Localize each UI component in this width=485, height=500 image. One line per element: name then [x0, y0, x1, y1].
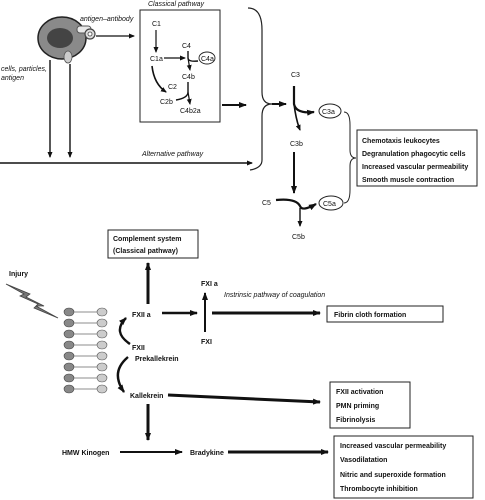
c5b-label: C5b [292, 234, 305, 241]
kallekrein-effect-item: PMN priming [336, 403, 379, 410]
c4-label: C4 [182, 43, 191, 50]
classical-pathway-label: Classical pathway [148, 1, 205, 8]
complement-line1: Complement system [113, 236, 181, 243]
effects-brace [343, 111, 357, 204]
fxii-label: FXII [132, 345, 145, 352]
lightning-icon [5, 283, 59, 319]
c3b-label: C3b [290, 141, 303, 148]
prekallekrein-label: Prekallekrein [135, 356, 179, 363]
kallekrein-effect-item: FXII activation [336, 389, 383, 396]
bradykine-effect-item: Thrombocyte inhibition [340, 486, 418, 493]
fxiia-label: FXII a [132, 312, 151, 319]
c3a-label: C3a [322, 109, 335, 116]
c1-label: C1 [152, 21, 161, 28]
c4b-label: C4b [182, 74, 195, 81]
bradykine-effects-box [333, 435, 474, 499]
bradykine-label: Bradykine [190, 450, 224, 457]
c4b2a-label: C4b2a [180, 108, 201, 115]
injury-label: Injury [9, 271, 28, 278]
alternative-pathway-label: Alternative pathway [141, 151, 204, 158]
hmw-kinogen-label: HMW Kinogen [62, 450, 109, 457]
membrane-illustration [63, 307, 108, 394]
intrinsic-pathway-label: Instrinsic pathway of coagulation [224, 292, 325, 299]
classical-pathway-box [139, 9, 221, 123]
effect-item: Smooth muscle contraction [362, 177, 454, 184]
pathway-brace [247, 7, 273, 171]
bradykine-effect-item: Vasodilatation [340, 457, 387, 464]
c2-label: C2 [168, 84, 177, 91]
c3-label: C3 [291, 72, 300, 79]
c4a-label: C4a [201, 56, 214, 63]
bradykine-effect-item: Increased vascular permeability [340, 443, 446, 450]
cells-label-line2: antigen [1, 75, 24, 82]
effect-item: Increased vascular permeability [362, 164, 468, 171]
cell-illustration [37, 16, 96, 64]
c1a-label: C1a [150, 56, 163, 63]
effect-item: Degranulation phagocytic cells [362, 151, 466, 158]
kallekrein-label: Kallekrein [130, 393, 163, 400]
c5-label: C5 [262, 200, 271, 207]
complement-system-box [107, 229, 199, 259]
complement-line2: (Classical pathway) [113, 248, 178, 255]
fibrin-label: Fibrin cloth formation [334, 312, 406, 319]
effect-item: Chemotaxis leukocytes [362, 138, 440, 145]
antigen-antibody-label: antigen–antibody [80, 16, 134, 23]
bradykine-effect-item: Nitric and superoxide formation [340, 472, 446, 479]
fibrin-box [326, 305, 444, 323]
fxi-label: FXI [201, 339, 212, 346]
c5a-label: C5a [323, 201, 336, 208]
kallekrein-effects-box [329, 381, 411, 429]
kallekrein-effect-item: Fibrinolysis [336, 417, 375, 424]
complement-effects-box [356, 129, 478, 187]
cells-label-line1: cells, particles, [1, 66, 47, 73]
fxia-label: FXI a [201, 281, 218, 288]
c2b-label: C2b [160, 99, 173, 106]
